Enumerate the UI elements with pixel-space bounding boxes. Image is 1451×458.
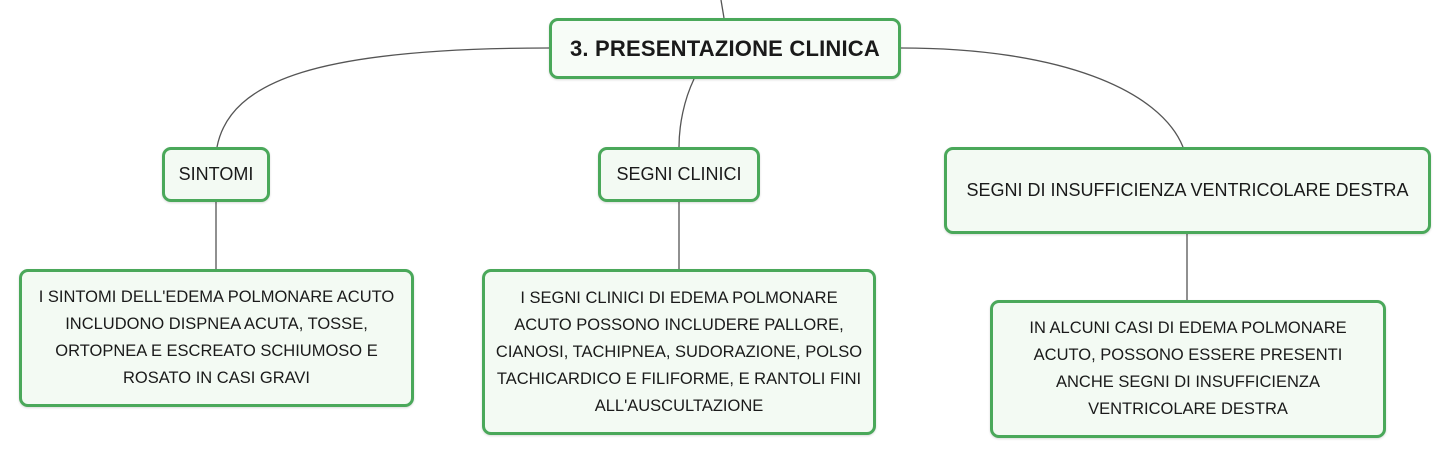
detail-text: IN ALCUNI CASI DI EDEMA POLMONARE ACUTO,…	[1029, 319, 1347, 418]
detail-sintomi[interactable]: I SINTOMI DELL'EDEMA POLMONARE ACUTO INC…	[19, 269, 414, 407]
topic-segni-clinici[interactable]: SEGNI CLINICI	[598, 147, 760, 202]
topic-label: SEGNI CLINICI	[616, 164, 742, 184]
central-topic-label: 3. PRESENTAZIONE CLINICA	[570, 35, 880, 61]
connector-root-to-sintomi	[216, 47, 550, 148]
detail-segni-insufficienza-ventricolare[interactable]: IN ALCUNI CASI DI EDEMA POLMONARE ACUTO,…	[990, 300, 1386, 438]
central-topic[interactable]: 3. PRESENTAZIONE CLINICA	[549, 18, 901, 79]
connector-root-to-segni-clinici	[678, 78, 695, 148]
connector-parent-to-root	[720, 0, 725, 19]
topic-label: SEGNI DI INSUFFICIENZA VENTRICOLARE DEST…	[966, 180, 1409, 200]
topic-segni-insufficienza-ventricolare[interactable]: SEGNI DI INSUFFICIENZA VENTRICOLARE DEST…	[944, 147, 1431, 234]
detail-text: I SINTOMI DELL'EDEMA POLMONARE ACUTO INC…	[38, 288, 395, 387]
detail-segni-clinici[interactable]: I SEGNI CLINICI DI EDEMA POLMONARE ACUTO…	[482, 269, 876, 435]
connector-root-to-segni-insufficienza	[900, 47, 1184, 148]
topic-sintomi[interactable]: SINTOMI	[162, 147, 270, 202]
topic-label: SINTOMI	[178, 164, 254, 184]
detail-text: I SEGNI CLINICI DI EDEMA POLMONARE ACUTO…	[495, 288, 863, 415]
